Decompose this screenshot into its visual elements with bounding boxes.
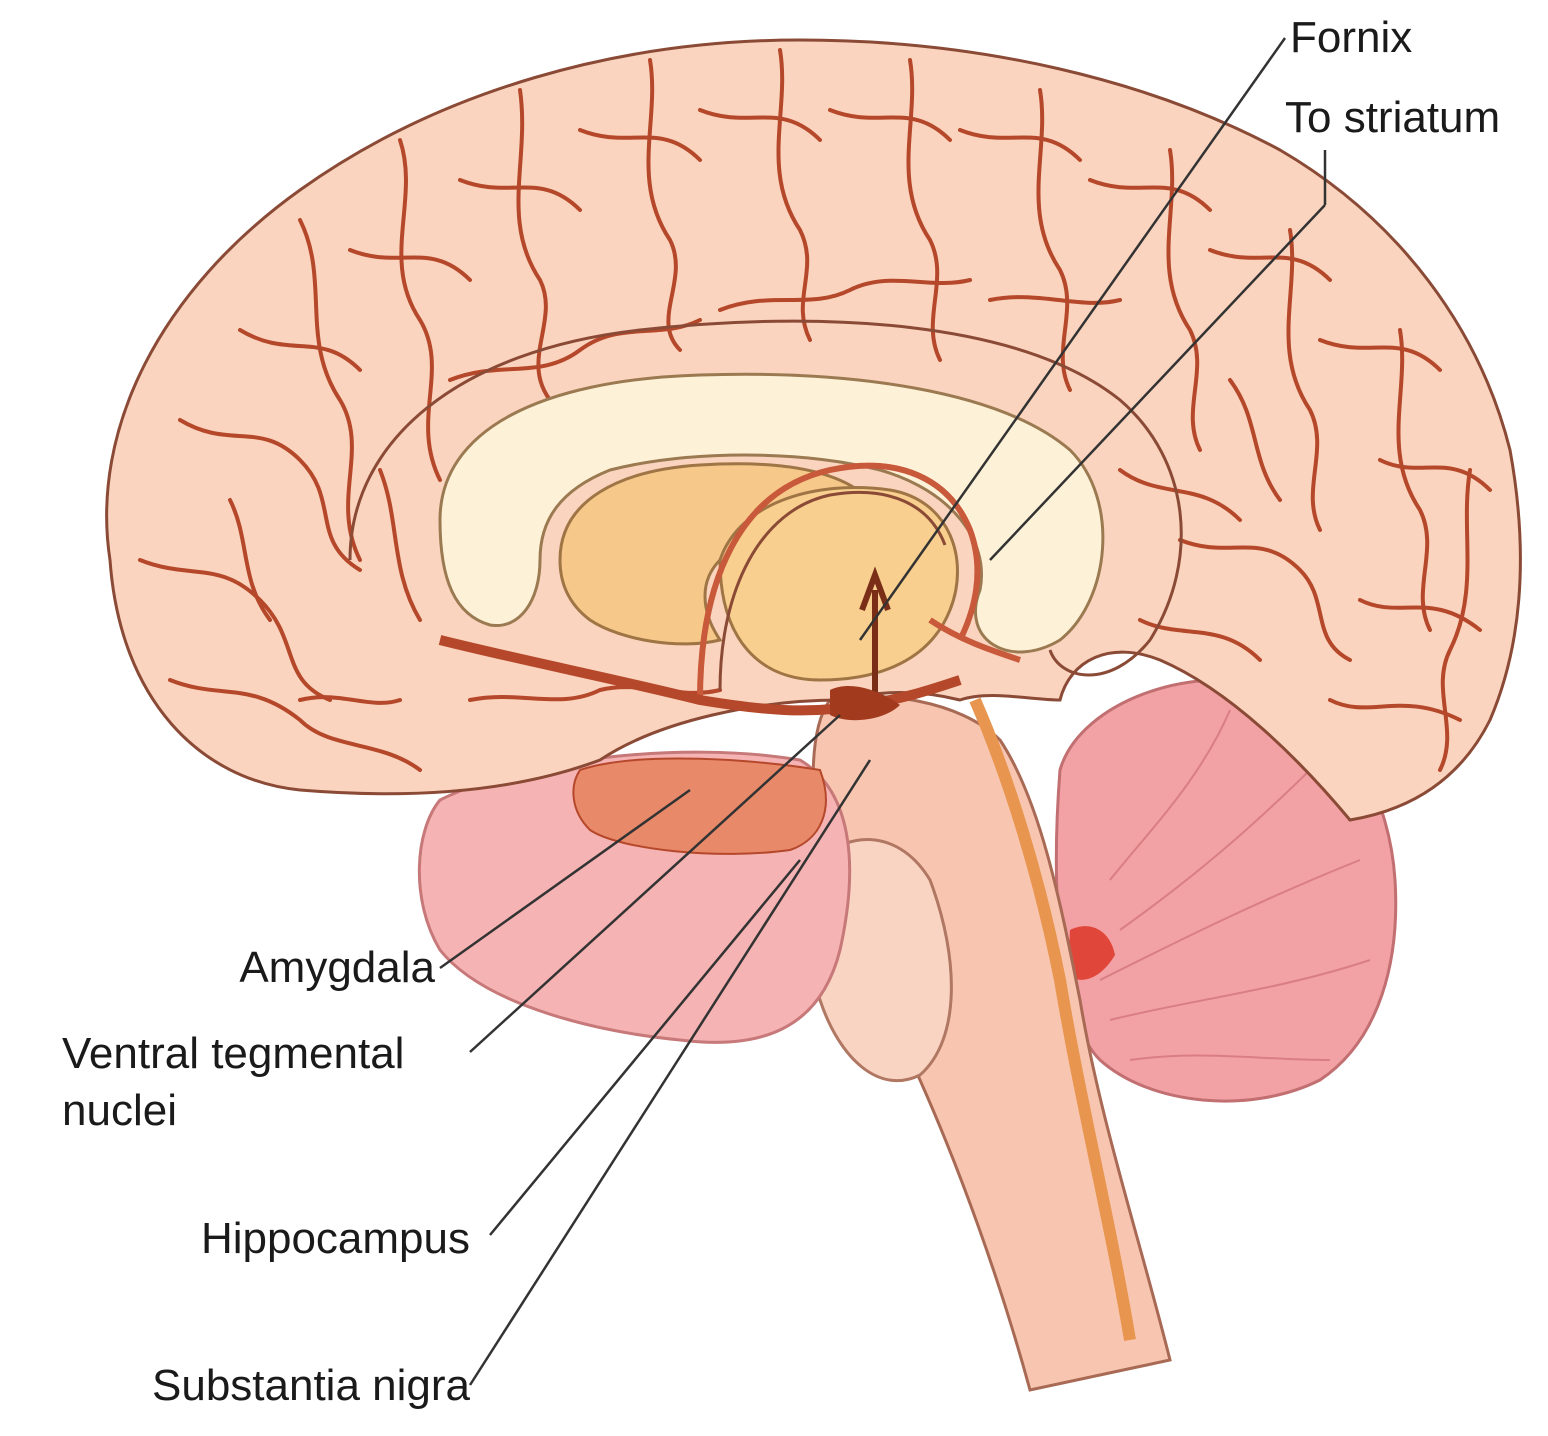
hippocampus-region [573,758,825,853]
label-substantia-nigra: Substantia nigra [152,1361,471,1410]
label-to-striatum: To striatum [1285,93,1500,142]
label-fornix: Fornix [1290,13,1412,62]
label-amygdala: Amygdala [239,943,435,992]
label-ventral-tegmental-line2: nuclei [62,1086,177,1135]
label-ventral-tegmental-line1: Ventral tegmental [62,1029,404,1078]
label-hippocampus: Hippocampus [201,1214,470,1263]
